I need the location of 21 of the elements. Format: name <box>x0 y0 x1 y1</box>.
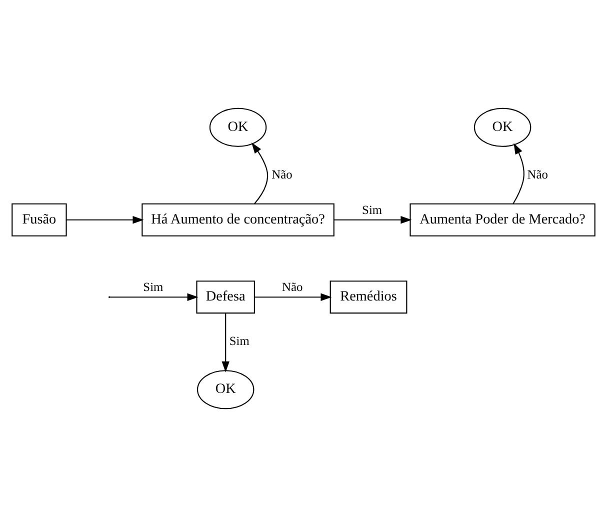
edge-label: Sim <box>362 202 382 217</box>
node-box: Remédios <box>330 280 408 314</box>
node-box: Aumenta Poder de Mercado? <box>410 203 596 236</box>
edge-label: Não <box>282 280 303 294</box>
node-box: Fusão <box>12 203 67 236</box>
arrow <box>110 293 198 301</box>
node-ellipse: OK <box>209 108 267 147</box>
arrow <box>254 293 332 301</box>
edge-label: Sim <box>143 280 164 294</box>
edge-label: Sim <box>229 334 250 348</box>
node-ellipse: OK <box>196 370 254 410</box>
edge-label: Não <box>272 167 292 182</box>
arrow <box>222 313 230 372</box>
arrow <box>512 143 524 204</box>
arrow <box>334 216 412 224</box>
node-ellipse: OK <box>474 108 532 147</box>
node-box: Há Aumento de concentração? <box>142 203 334 236</box>
arrow <box>66 216 144 224</box>
arrow <box>251 142 268 204</box>
node-box: Defesa <box>196 280 255 314</box>
edge-label: Não <box>527 167 548 182</box>
